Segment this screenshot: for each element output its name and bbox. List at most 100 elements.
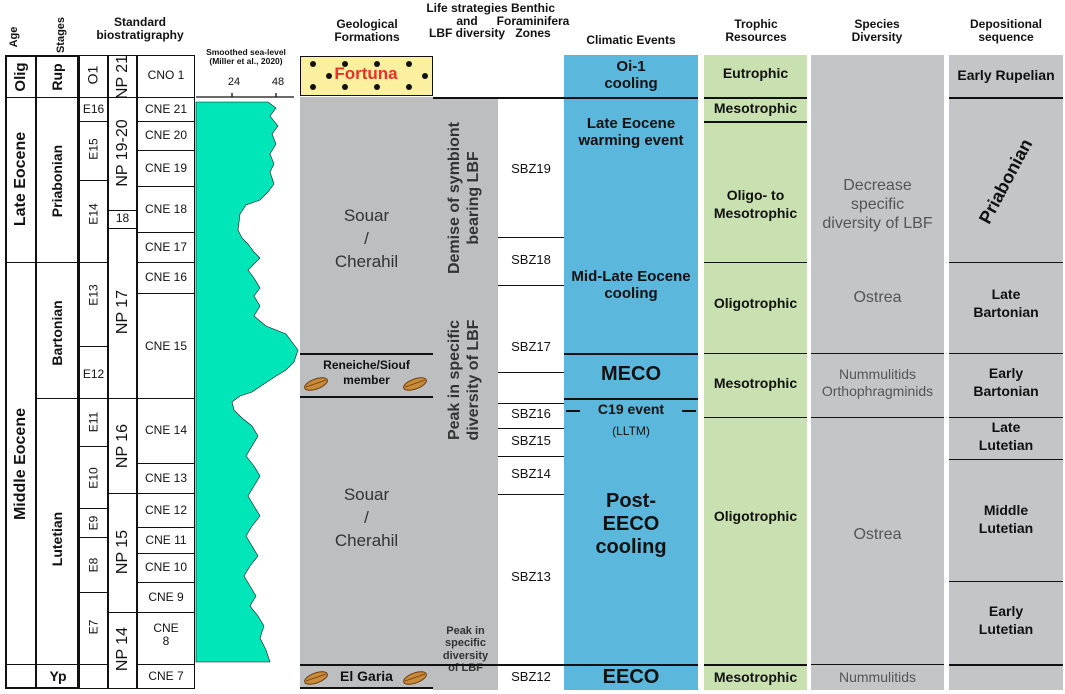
cne-zone-label: CNE 16: [144, 270, 188, 284]
species-divider: [811, 353, 944, 354]
stage-priabonian: Priabonian: [49, 144, 65, 218]
np-zone-label: NP 21: [114, 54, 131, 100]
formation-souar-upper: [300, 97, 433, 353]
age-divider: [5, 262, 37, 263]
sbz-label: SBZ14: [511, 466, 551, 481]
e-zone-label: E8: [86, 557, 101, 573]
e-zone-label: O1: [84, 65, 101, 85]
life-peak-small-label: Peak in specific diversity of LBF: [442, 625, 489, 674]
cne-zone-label: CNE 17: [144, 240, 188, 254]
cne-zone-label: CNE 11: [145, 533, 187, 547]
species-nummulitids: Nummulitids: [838, 669, 916, 685]
trophic-column: [704, 55, 807, 690]
reneiche-label: Reneiche/Siouf member: [323, 358, 410, 387]
sea-level-fill: [195, 101, 299, 663]
depositional-column: [949, 55, 1063, 690]
species-divider: [811, 664, 944, 665]
life-demise-label: Demise of symbiont bearing LBF: [446, 121, 483, 275]
cne-zone-divider: [137, 232, 195, 233]
trophic-divider: [704, 353, 807, 354]
header-trophic-resources: Trophic Resources: [725, 17, 787, 44]
trophic-mesotrophic-3: Mesotrophic: [713, 669, 798, 685]
np-zone-divider: [108, 228, 137, 229]
cne-zone-divider: [137, 612, 195, 613]
np-zone-label: NP 16: [114, 423, 131, 469]
e-zone-label: E12: [82, 367, 105, 381]
sbz-divider: [498, 494, 564, 495]
stage-lutetian: Lutetian: [49, 511, 65, 567]
trophic-divider: [704, 262, 807, 263]
e-zone-label: E10: [86, 467, 101, 489]
cne-zone-label: CNE 21: [144, 102, 188, 116]
nummulite-fossil-icon: [304, 671, 328, 685]
life-strategies-column: [433, 97, 498, 690]
sbz-label: SBZ18: [511, 252, 551, 267]
header-sea-level: Smoothed sea-level (Miller et al., 2020): [206, 47, 286, 66]
header-life-strategies: Life strategies and LBF diversity: [426, 1, 508, 41]
np-zone-label: 18: [115, 211, 130, 225]
dep-divider: [949, 581, 1063, 582]
header-species-diversity: Species Diversity: [851, 17, 903, 44]
np-zone-label: NP 15: [114, 529, 131, 575]
sbz-divider: [498, 237, 564, 238]
dep-divider: [949, 262, 1063, 263]
climatic-divider: [564, 398, 698, 400]
np-zone-label: NP 19-20: [114, 119, 131, 187]
species-ostrea-1: Ostrea: [853, 289, 902, 306]
age-middle-eocene: Middle Eocene: [12, 407, 29, 521]
climatic-mid-late-cooling: Mid-Late Eocene cooling: [571, 268, 691, 303]
np-zone-label: NP 14: [114, 626, 131, 672]
e-zone-divider: [79, 180, 108, 181]
header-depositional-sequence: Depositional sequence: [969, 17, 1042, 44]
np-zone-divider: [108, 97, 137, 98]
species-ostrea-2: Ostrea: [853, 526, 902, 543]
cne-zone-divider: [137, 262, 195, 263]
dep-divider: [949, 417, 1063, 418]
e-zone-divider: [79, 446, 108, 447]
dep-middle-lutetian: Middle Lutetian: [978, 502, 1034, 536]
sea-level-tick-48: 48: [271, 76, 285, 88]
climatic-c19: C19 event: [597, 401, 665, 417]
cne-zone-divider: [137, 493, 195, 494]
souar-lower-label: Souar / Cherahil: [334, 485, 399, 550]
trophic-divider: [704, 97, 807, 99]
dep-late-lutetian: Late Lutetian: [978, 419, 1034, 453]
sbz-label: SBZ12: [511, 669, 551, 684]
cne-zone-divider: [137, 463, 195, 464]
climatic-post-eeco: Post- EECO cooling: [595, 490, 667, 558]
header-age: Age: [8, 26, 20, 48]
trophic-mesotrophic-2: Mesotrophic: [713, 375, 798, 391]
trophic-divider: [704, 121, 807, 123]
dep-early-lutetian: Early Lutetian: [978, 603, 1034, 637]
sbz-divider: [498, 428, 564, 429]
cne-zone-divider: [137, 121, 195, 122]
cne-zone-label: CNE 7: [148, 669, 184, 683]
cne-zone-label: CNE 19: [144, 161, 188, 175]
cne-zone-label: CNE 9: [148, 590, 184, 604]
e-zone-label: E16: [82, 102, 105, 116]
cne-zone-divider: [137, 582, 195, 583]
sbz-label: SBZ15: [511, 433, 551, 448]
trophic-eutrophic: Eutrophic: [722, 65, 789, 81]
cne-zone-label: CNE 12: [144, 503, 188, 517]
e-zone-divider: [79, 346, 108, 347]
cne-zone-divider: [137, 186, 195, 187]
trophic-oligotrophic-1: Oligotrophic: [713, 295, 798, 311]
dep-early-bartonian: Early Bartonian: [973, 365, 1039, 399]
el-garia-label: El Garia: [340, 668, 393, 684]
dep-divider: [949, 459, 1063, 460]
climatic-oi1: Oi-1 cooling: [604, 58, 658, 93]
dep-divider: [949, 353, 1063, 354]
stage-column: [37, 55, 79, 689]
dep-divider: [949, 664, 1063, 666]
cne-zone-label: CNE 14: [144, 423, 188, 437]
cne-zone-label: CNE 20: [144, 128, 188, 142]
cne-zone-divider: [137, 527, 195, 528]
climatic-divider: [564, 353, 698, 355]
climatic-meco: MECO: [601, 363, 661, 385]
fortuna-label: Fortuna: [334, 64, 398, 83]
sbz-label: SBZ19: [511, 161, 551, 176]
nummulite-fossil-icon: [403, 377, 427, 391]
np-zone-divider: [108, 210, 137, 211]
conglomerate-dots: [310, 61, 428, 90]
